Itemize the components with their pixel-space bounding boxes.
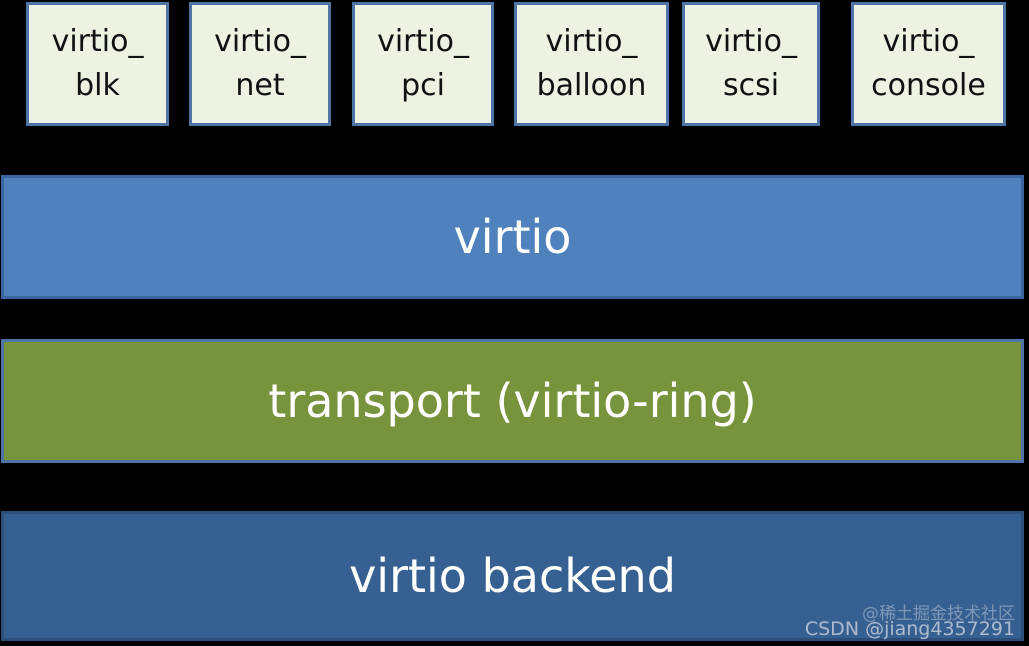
backend-layer: virtio backend xyxy=(1,511,1024,641)
driver-label-line2: net xyxy=(235,68,285,103)
driver-label-line1: virtio_ xyxy=(51,24,144,59)
transport-layer: transport (virtio-ring) xyxy=(1,339,1024,463)
driver-box-virtio-scsi: virtio_ scsi xyxy=(682,2,820,126)
transport-layer-label: transport (virtio-ring) xyxy=(268,374,757,428)
driver-box-virtio-console: virtio_ console xyxy=(851,2,1006,126)
driver-box-virtio-balloon: virtio_ balloon xyxy=(514,2,669,126)
driver-label-line2: pci xyxy=(401,68,445,103)
driver-label-line2: blk xyxy=(75,68,120,103)
driver-label-line2: console xyxy=(871,68,986,103)
driver-box-virtio-blk: virtio_ blk xyxy=(26,2,169,126)
virtio-layer-label: virtio xyxy=(453,210,572,264)
virtio-layer: virtio xyxy=(1,175,1024,299)
driver-label-line1: virtio_ xyxy=(545,24,638,59)
juejin-watermark: @稀土掘金技术社区 xyxy=(862,604,1015,624)
driver-box-virtio-pci: virtio_ pci xyxy=(352,2,494,126)
csdn-watermark: CSDN @jiang4357291 xyxy=(804,618,1015,640)
backend-layer-label: virtio backend xyxy=(349,549,676,603)
driver-label-line1: virtio_ xyxy=(882,24,975,59)
driver-label-line1: virtio_ xyxy=(214,24,306,59)
driver-label-line1: virtio_ xyxy=(705,24,797,59)
driver-box-virtio-net: virtio_ net xyxy=(189,2,331,126)
driver-label-line2: scsi xyxy=(722,68,780,103)
driver-label-line1: virtio_ xyxy=(377,24,469,59)
driver-label-line2: balloon xyxy=(536,68,647,103)
